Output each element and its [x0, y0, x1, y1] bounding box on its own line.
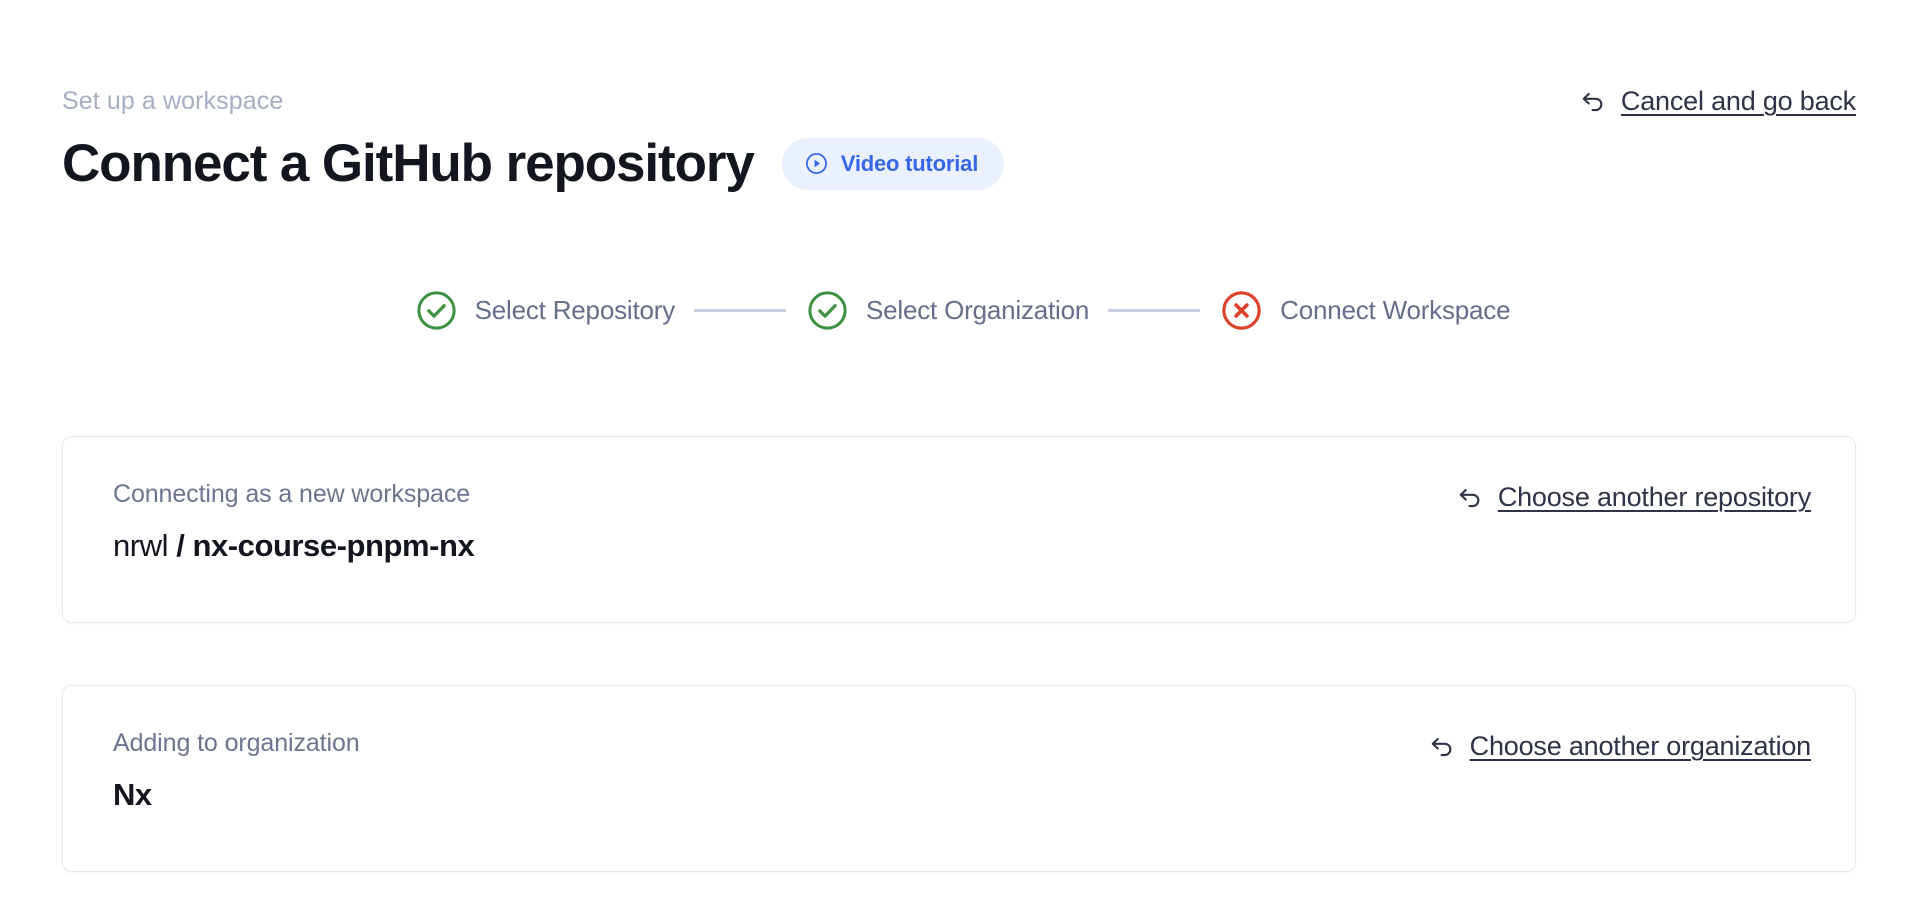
- repository-card-value: nrwl / nx-course-pnpm-nx: [113, 527, 475, 564]
- step-label-connect-workspace: Connect Workspace: [1280, 295, 1511, 325]
- check-circle-icon: [805, 288, 850, 333]
- organization-card: Adding to organization Nx Choose another…: [62, 685, 1856, 872]
- step-label-select-repository: Select Repository: [474, 295, 676, 325]
- step-select-repository[interactable]: Select Repository: [414, 288, 675, 333]
- page-title: Connect a GitHub repository: [62, 134, 755, 193]
- undo-arrow-icon: [1578, 87, 1608, 117]
- cancel-and-go-back-link[interactable]: Cancel and go back: [1578, 86, 1856, 117]
- progress-stepper: Select Repository Select Organization Co…: [0, 288, 1924, 333]
- step-label-select-organization: Select Organization: [866, 295, 1090, 325]
- page-header: Set up a workspace Connect a GitHub repo…: [0, 0, 1924, 193]
- step-select-organization[interactable]: Select Organization: [805, 288, 1089, 333]
- choose-another-organization-link[interactable]: Choose another organization: [1427, 731, 1811, 762]
- cancel-and-go-back-label: Cancel and go back: [1620, 86, 1856, 116]
- breadcrumb-eyebrow: Set up a workspace: [62, 87, 284, 115]
- video-tutorial-button[interactable]: Video tutorial: [781, 137, 1005, 190]
- undo-arrow-icon: [1427, 732, 1457, 762]
- repository-card: Connecting as a new workspace nrwl / nx-…: [62, 436, 1856, 623]
- organization-card-inner: Adding to organization Nx Choose another…: [113, 728, 1811, 813]
- x-circle-icon: [1219, 288, 1264, 333]
- step-connector-2: [1108, 309, 1201, 312]
- play-circle-icon: [804, 151, 829, 176]
- repository-name: / nx-course-pnpm-nx: [176, 528, 475, 564]
- organization-card-caption: Adding to organization: [113, 729, 360, 757]
- repository-card-caption: Connecting as a new workspace: [113, 480, 471, 508]
- step-connector-1: [694, 309, 787, 312]
- repository-card-inner: Connecting as a new workspace nrwl / nx-…: [113, 479, 1811, 564]
- choose-another-repository-label: Choose another repository: [1497, 482, 1811, 512]
- repository-owner: nrwl: [113, 528, 177, 564]
- title-row: Connect a GitHub repository Video tutori…: [62, 134, 1856, 193]
- choose-another-repository-link[interactable]: Choose another repository: [1455, 482, 1811, 513]
- step-connect-workspace[interactable]: Connect Workspace: [1219, 288, 1511, 333]
- undo-arrow-icon: [1455, 483, 1485, 513]
- video-tutorial-label: Video tutorial: [840, 150, 979, 176]
- organization-card-text: Adding to organization Nx: [113, 728, 360, 813]
- organization-name: Nx: [113, 777, 152, 813]
- repository-card-text: Connecting as a new workspace nrwl / nx-…: [113, 479, 475, 564]
- check-circle-icon: [414, 288, 459, 333]
- choose-another-organization-label: Choose another organization: [1469, 731, 1812, 761]
